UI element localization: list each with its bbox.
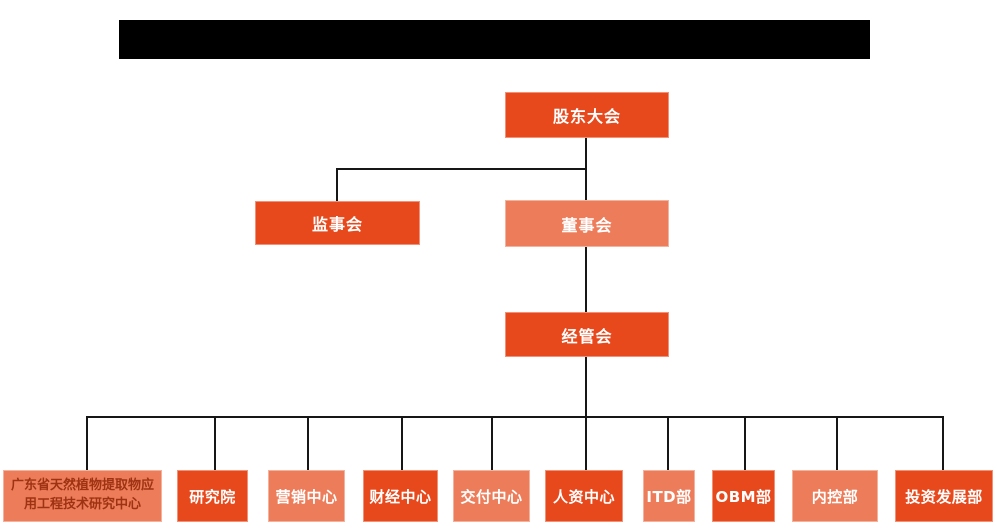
connector-dept-drop-7 bbox=[667, 416, 669, 470]
dept-node-hr-center: 人资中心 bbox=[545, 470, 623, 522]
connector-dept-drop-3 bbox=[307, 416, 309, 470]
connector-dept-drop-10 bbox=[942, 416, 944, 470]
dept-node-internal-control: 内控部 bbox=[792, 470, 878, 522]
dept-node-obm: OBM部 bbox=[712, 470, 775, 522]
dept-node-finance-center: 财经中心 bbox=[363, 470, 438, 522]
connector-dept-drop-6 bbox=[585, 416, 587, 470]
dept-node-delivery-center: 交付中心 bbox=[453, 470, 530, 522]
connector-dept-drop-1 bbox=[86, 416, 88, 470]
connector-dept-drop-5 bbox=[491, 416, 493, 470]
redacted-title-bar bbox=[119, 20, 870, 59]
dept-node-itd: ITD部 bbox=[643, 470, 695, 522]
connector-dept-drop-9 bbox=[836, 416, 838, 470]
connector-top-stub bbox=[585, 138, 587, 169]
connector-dept-drop-2 bbox=[214, 416, 216, 470]
connector-board-to-management bbox=[585, 247, 587, 312]
connector-management-to-rail bbox=[585, 357, 587, 417]
dept-node-marketing-center: 营销中心 bbox=[268, 470, 345, 522]
org-node-supervisory-board: 监事会 bbox=[255, 201, 420, 245]
dept-node-research-institute: 研究院 bbox=[177, 470, 248, 522]
org-node-management-committee: 经管会 bbox=[505, 312, 669, 357]
connector-department-rail bbox=[86, 416, 944, 418]
connector-dept-drop-4 bbox=[401, 416, 403, 470]
connector-board-drop bbox=[585, 168, 587, 200]
org-node-shareholders-meeting: 股东大会 bbox=[505, 92, 669, 138]
org-node-board-of-directors: 董事会 bbox=[505, 200, 669, 247]
dept-node-guangdong-research-center: 广东省天然植物提取物应用工程技术研究中心 bbox=[3, 470, 162, 522]
connector-supervisory-drop bbox=[336, 168, 338, 201]
dept-node-investment-development: 投资发展部 bbox=[895, 470, 993, 522]
connector-dept-drop-8 bbox=[744, 416, 746, 470]
connector-branch-horizontal bbox=[336, 168, 587, 170]
